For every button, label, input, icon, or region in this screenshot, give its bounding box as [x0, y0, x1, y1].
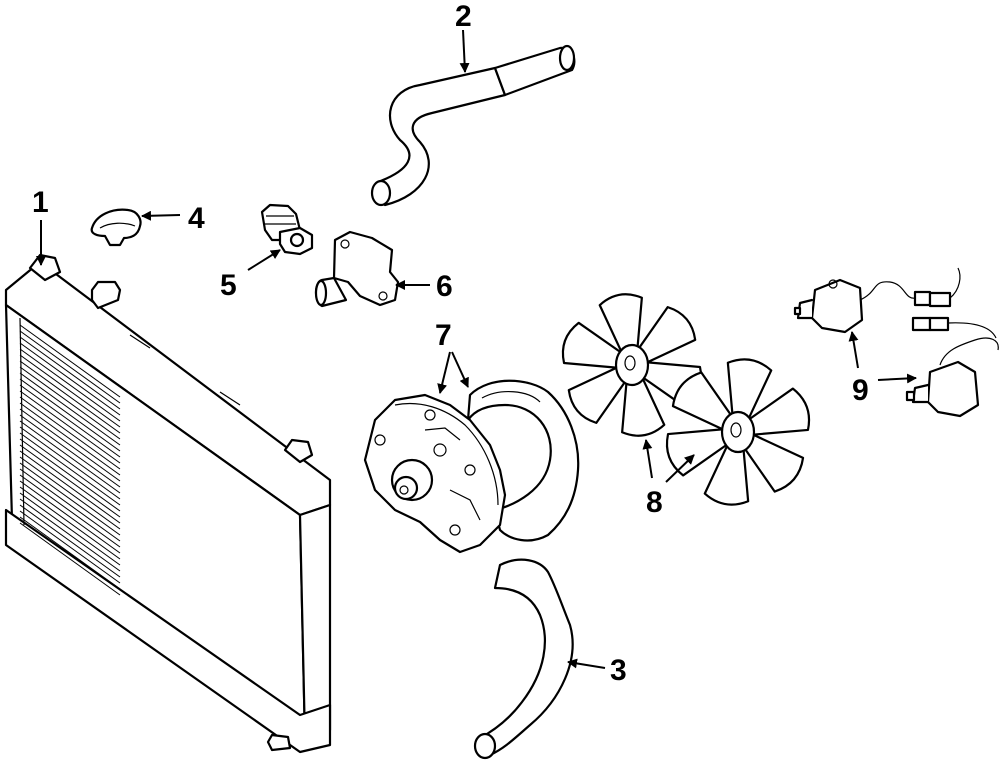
callout-4: 4 [188, 202, 205, 235]
thermostat [260, 203, 314, 256]
fan-blade-left [561, 293, 703, 437]
callout-7: 7 [435, 319, 452, 352]
callout-2: 2 [455, 0, 472, 33]
radiator-cap [90, 208, 142, 247]
upper-radiator-hose [370, 44, 576, 207]
cooling-fans [561, 293, 811, 506]
leader-lines [36, 29, 917, 669]
fan-blade-right [665, 358, 811, 506]
callout-3: 3 [610, 654, 627, 687]
callout-9: 9 [852, 374, 869, 407]
radiator-core-fins [19, 317, 121, 596]
water-pump-assembly [363, 379, 580, 554]
callout-8: 8 [646, 486, 663, 519]
callout-1: 1 [32, 186, 49, 219]
fan-motors [793, 267, 999, 418]
callout-6: 6 [436, 270, 453, 303]
water-inlet [314, 230, 400, 308]
lower-radiator-hose [473, 558, 574, 760]
callout-labels: 1 2 3 4 5 6 7 8 9 [32, 0, 869, 687]
callout-5: 5 [220, 269, 237, 302]
radiator [4, 253, 332, 754]
